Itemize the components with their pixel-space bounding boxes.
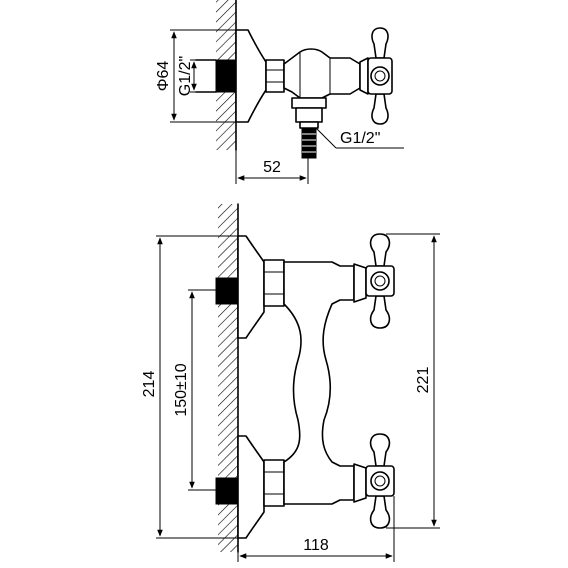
lower-hex-nut-front	[263, 459, 285, 507]
escutcheon-flange-top	[235, 29, 267, 123]
dim-150-label: 150±10	[173, 363, 190, 416]
wall-inlet-thread-top	[195, 59, 237, 93]
dim-phi64-label: Φ64	[155, 61, 172, 92]
dim-214: 214	[141, 235, 238, 539]
dim-phi64: Φ64	[155, 29, 236, 123]
lower-flange-front	[237, 435, 265, 539]
dim-118: 118	[237, 496, 395, 562]
dim-52-label: 52	[263, 159, 281, 176]
front-view: 214 150±10 221 118	[141, 203, 440, 562]
dim-thread-left: G1/2"	[177, 56, 216, 96]
top-view: Φ64 G1/2" G1/2" 52	[155, 0, 404, 184]
dim-thread-left-label: G1/2"	[177, 56, 194, 96]
dim-221-label: 221	[415, 367, 432, 394]
upper-cross-handle-front	[365, 233, 395, 329]
mixer-body-front	[283, 261, 355, 505]
dim-214-label: 214	[141, 371, 158, 398]
mixer-body-top	[283, 48, 361, 99]
dim-52: 52	[235, 150, 309, 184]
dim-118-label: 118	[303, 537, 329, 554]
dim-thread-right: G1/2"	[315, 127, 404, 149]
shower-outlet-top	[291, 97, 327, 159]
upper-bonnet-front	[353, 263, 367, 303]
dim-221: 221	[386, 233, 440, 529]
cross-handle-top	[359, 27, 393, 125]
hex-nut-top	[265, 59, 285, 93]
dim-150: 150±10	[173, 289, 216, 491]
lower-bonnet-front	[353, 463, 367, 503]
upper-hex-nut-front	[263, 259, 285, 307]
lower-cross-handle-front	[365, 433, 395, 529]
upper-flange-front	[237, 235, 265, 339]
dim-thread-right-label: G1/2"	[340, 130, 380, 147]
